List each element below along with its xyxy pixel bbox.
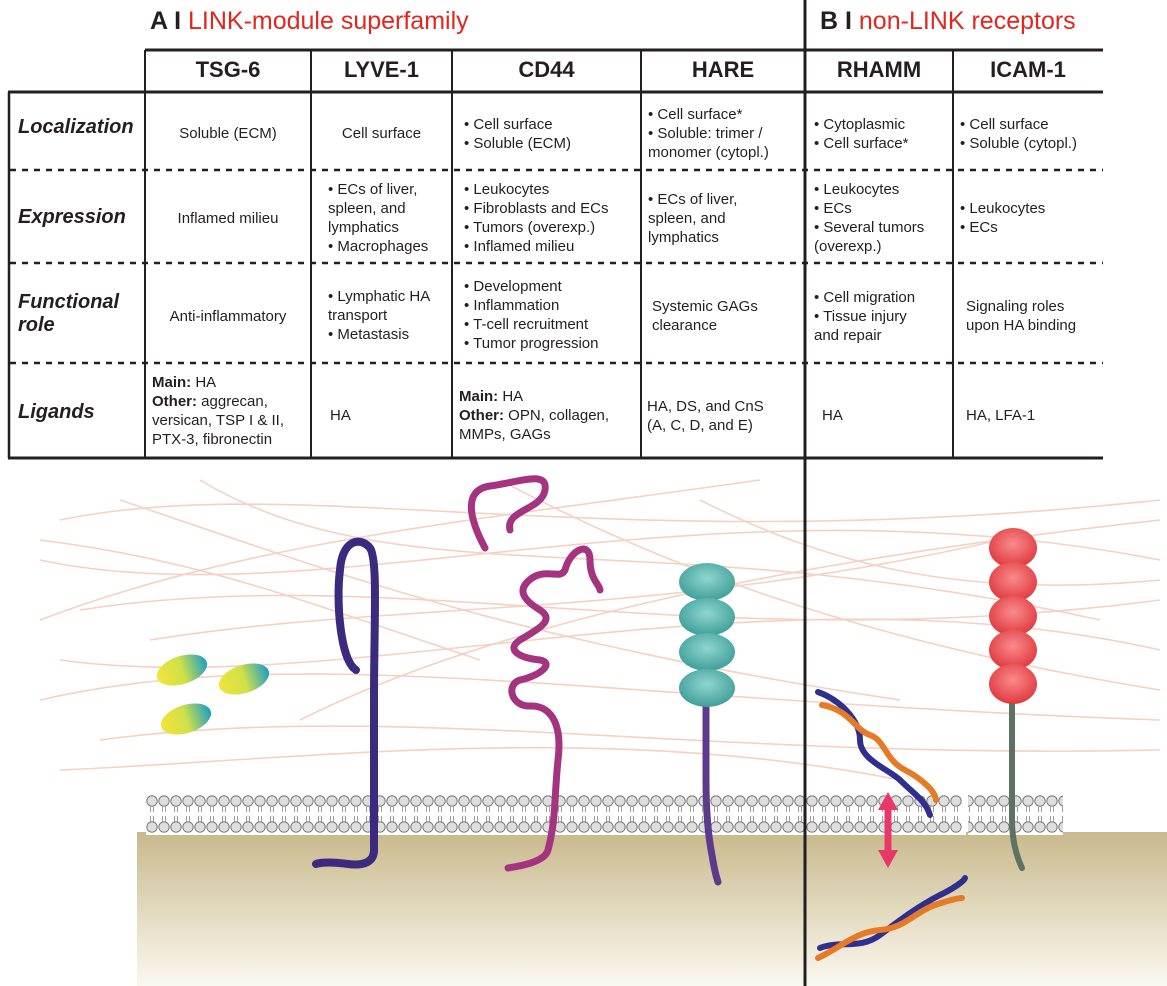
cell-localization-cd44: • Cell surface • Soluble (ECM) [464, 116, 571, 152]
panel-a-title: A I LINK-module superfamily [150, 4, 469, 38]
cell-membrane [146, 793, 1063, 835]
cell-ligands-tsg6: Main: HA Other: aggrecan, versican, TSP I… [152, 373, 284, 449]
ligand-main-label: Main: [152, 374, 192, 391]
cell-ligands-icam1: HA, LFA-1 [966, 407, 1036, 424]
ligand-main-label: Main: [459, 388, 499, 405]
cell-ligands-hare: HA, DS, and CnS (A, C, D, and E) [647, 398, 764, 434]
rhamm-receptor [815, 689, 968, 961]
row-header-localization: Localization [18, 116, 134, 138]
col-header-lyve1: LYVE-1 [343, 57, 419, 82]
cell-expression-lyve1: • ECs of liver, spleen, and lymphatics •… [328, 181, 429, 255]
lyve1-receptor [312, 537, 379, 869]
cell-expression-cd44: • Leukocytes • Fibroblasts and ECs • Tum… [464, 181, 609, 255]
ligand-other-value: OPN, collagen, MMPs, GAGs [459, 407, 610, 443]
panel-b-heading: non-LINK receptors [858, 7, 1076, 35]
cell-function-icam1: Signaling roles upon HA binding [966, 298, 1077, 334]
row-header-expression: Expression [18, 206, 126, 228]
cell-expression-tsg6: Inflamed milieu [177, 210, 279, 227]
cell-ligands-rhamm: HA [822, 407, 843, 424]
ligand-other-value: aggrecan, versican, TSP I & II, PTX-3, f… [152, 393, 284, 448]
panel-a-letter: A I [150, 7, 182, 35]
col-header-icam1: ICAM-1 [990, 57, 1066, 82]
col-header-cd44: CD44 [518, 57, 575, 82]
table-grid [7, 48, 1103, 460]
cell-localization-rhamm: • Cytoplasmic • Cell surface* [814, 116, 909, 152]
row-header-functional-role: Functional role [18, 291, 120, 336]
cell-expression-hare: • ECs of liver, spleen, and lymphatics [648, 191, 738, 246]
cell-ligands-lyve1: HA [330, 407, 351, 424]
panel-b-letter: B I [820, 7, 852, 35]
col-header-hare: HARE [691, 57, 755, 82]
cell-localization-lyve1: Cell surface [341, 125, 422, 142]
ecm-fibers [39, 479, 1161, 781]
cell-localization-icam1: • Cell surface • Soluble (cytopl.) [960, 116, 1077, 152]
ligand-main-value: HA [191, 374, 217, 391]
hare-receptor [679, 563, 735, 886]
ligand-main-value: HA [498, 388, 524, 405]
ligand-other-label: Other: [152, 393, 197, 410]
cell-function-lyve1: • Lymphatic HA transport • Metastasis [328, 288, 431, 343]
cell-function-cd44: • Development • Inflammation • T-cell re… [464, 278, 599, 352]
cell-ligands-cd44: Main: HA Other: OPN, collagen, MMPs, GAGs [459, 387, 609, 444]
cell-function-rhamm: • Cell migration • Tissue injury and rep… [814, 289, 916, 344]
cytoplasm [137, 832, 1167, 986]
tsg6-proteins [156, 654, 270, 735]
cell-function-tsg6: Anti-inflammatory [169, 308, 287, 325]
cell-function-hare: Systemic GAGs clearance [652, 298, 758, 334]
rhamm-translocation-arrow [878, 792, 898, 868]
col-header-tsg6: TSG-6 [195, 57, 261, 82]
cell-localization-hare: • Cell surface* • Soluble: trimer / mono… [648, 106, 769, 161]
cd44-receptor [467, 475, 604, 872]
row-header-ligands: Ligands [18, 401, 95, 423]
panel-a-heading: LINK-module superfamily [187, 7, 469, 35]
cell-expression-rhamm: • Leukocytes • ECs • Several tumors (ove… [814, 181, 925, 255]
cell-expression-icam1: • Leukocytes • ECs [960, 200, 1046, 236]
col-header-rhamm: RHAMM [836, 57, 922, 82]
ligand-other-label: Other: [459, 407, 504, 424]
icam1-receptor [989, 528, 1037, 871]
cell-localization-tsg6: Soluble (ECM) [179, 125, 277, 142]
panel-b-title: B I non-LINK receptors [820, 4, 1076, 38]
